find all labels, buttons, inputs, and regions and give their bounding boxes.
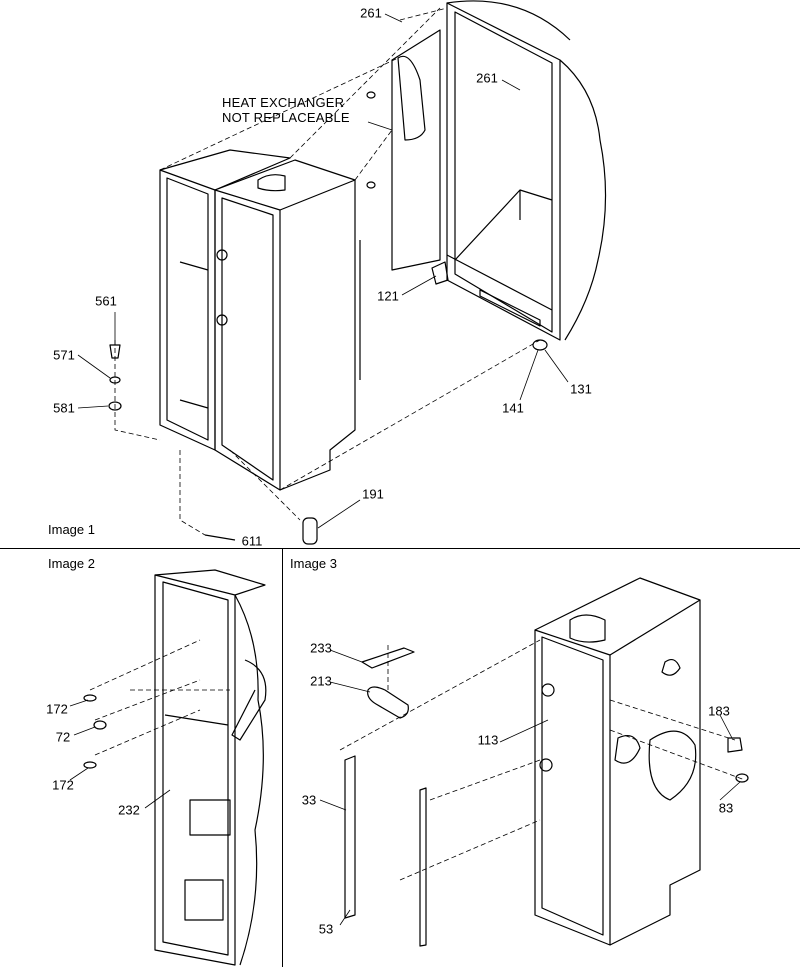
callout-172-lower: 172: [52, 777, 74, 793]
liner-left: [159, 149, 291, 451]
callout-261-top: 261: [360, 5, 382, 21]
callout-72: 72: [55, 729, 71, 745]
callout-113: 113: [477, 732, 499, 748]
callout-232: 232: [118, 802, 140, 818]
callout-191: 191: [362, 486, 384, 502]
panel-divider-vertical: [282, 548, 283, 967]
callout-172-upper: 172: [46, 701, 68, 717]
panel-divider-horizontal: [0, 548, 800, 549]
leader-lines-1: [77, 13, 569, 529]
door-liner-image2: [154, 569, 267, 966]
callout-611: 611: [241, 533, 263, 549]
note-line-1: HEAT EXCHANGER: [222, 95, 345, 110]
heat-exchanger-panel: [391, 29, 441, 271]
callout-261-right: 261: [476, 70, 498, 86]
leader-lines-3: [319, 649, 741, 926]
callout-233: 233: [310, 640, 332, 656]
leader-lines-2: [69, 699, 171, 809]
callout-183: 183: [708, 703, 730, 719]
callout-571: 571: [53, 347, 75, 363]
panel-label-image-1: Image 1: [48, 522, 95, 537]
liner-right: [214, 159, 361, 491]
heat-exchanger-note: HEAT EXCHANGER NOT REPLACEABLE: [222, 95, 350, 125]
strips-image3: [344, 647, 427, 947]
note-line-2: NOT REPLACEABLE: [222, 110, 350, 125]
cabinet-shell: [446, 0, 607, 341]
panel-label-image-3: Image 3: [290, 556, 337, 571]
callout-213: 213: [310, 673, 332, 689]
callout-83: 83: [718, 800, 734, 816]
small-parts-2: [83, 694, 107, 769]
callout-581: 581: [53, 400, 75, 416]
assembly-lines-2: [89, 639, 230, 756]
callout-53: 53: [318, 921, 334, 937]
callout-121: 121: [377, 288, 399, 304]
callout-141: 141: [502, 400, 524, 416]
small-parts-3: [727, 737, 749, 783]
callout-33: 33: [301, 792, 317, 808]
panel-label-image-2: Image 2: [48, 556, 95, 571]
callout-131: 131: [570, 381, 592, 397]
small-parts-1: [108, 91, 548, 545]
callout-561: 561: [95, 293, 117, 309]
cabinet-image3: [534, 577, 701, 946]
assembly-lines-1: [114, 7, 541, 536]
assembly-lines-3: [339, 639, 746, 881]
